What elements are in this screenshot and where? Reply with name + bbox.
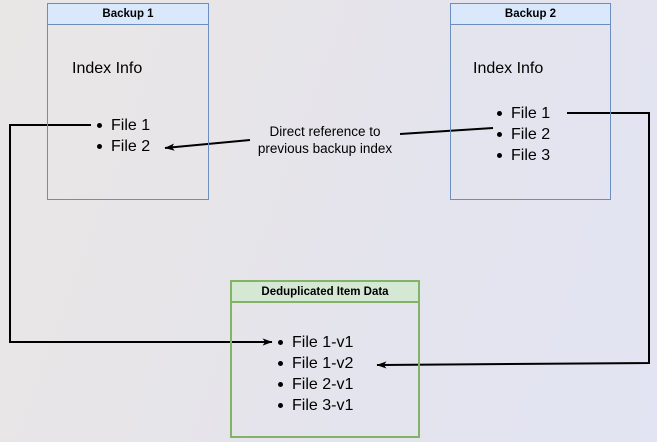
- list-item: File 1: [496, 103, 550, 124]
- list-item: File 2: [96, 136, 150, 157]
- backup2-index-info-label: Index Info: [473, 60, 544, 77]
- list-item: File 2-v1: [277, 374, 353, 395]
- direct-reference-label: Direct reference to previous backup inde…: [257, 124, 393, 156]
- backup1-box[interactable]: [47, 3, 209, 200]
- dedup-header-label: Deduplicated Item Data: [261, 285, 389, 298]
- backup1-header-label: Backup 1: [102, 8, 154, 20]
- list-item: File 3: [496, 145, 550, 166]
- list-item: File 3-v1: [277, 395, 353, 416]
- backup2-header-label: Backup 2: [504, 8, 557, 20]
- backup2-box[interactable]: [450, 3, 611, 200]
- dedup-file-list: File 1-v1 File 1-v2 File 2-v1 File 3-v1: [277, 332, 353, 416]
- list-item: File 1: [96, 115, 150, 136]
- backup2-header[interactable]: Backup 2: [450, 3, 611, 25]
- backup1-file-list: File 1 File 2: [96, 115, 150, 157]
- backup1-header[interactable]: Backup 1: [47, 3, 209, 25]
- backup1-index-info-label: Index Info: [72, 60, 143, 77]
- dedup-header[interactable]: Deduplicated Item Data: [230, 280, 420, 303]
- list-item: File 1-v2: [277, 353, 353, 374]
- list-item: File 2: [496, 124, 550, 145]
- list-item: File 1-v1: [277, 332, 353, 353]
- backup2-file-list: File 1 File 2 File 3: [496, 103, 550, 166]
